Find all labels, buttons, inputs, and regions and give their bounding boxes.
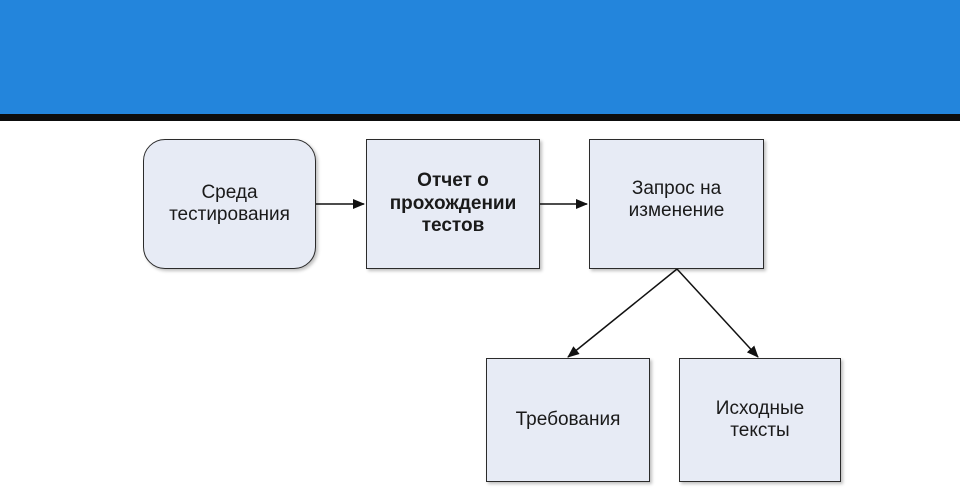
node-change-request: Запрос на изменение xyxy=(589,139,764,269)
arrow-change-to-requirements xyxy=(567,268,678,358)
node-test-environment: Среда тестирования xyxy=(143,139,316,269)
arrow-change-to-source xyxy=(676,268,759,358)
node-source-texts: Исходные тексты xyxy=(679,358,841,482)
node-requirements: Требования xyxy=(486,358,650,482)
header-band xyxy=(0,0,960,114)
header-divider xyxy=(0,114,960,121)
node-test-report: Отчет о прохождении тестов xyxy=(366,139,540,269)
